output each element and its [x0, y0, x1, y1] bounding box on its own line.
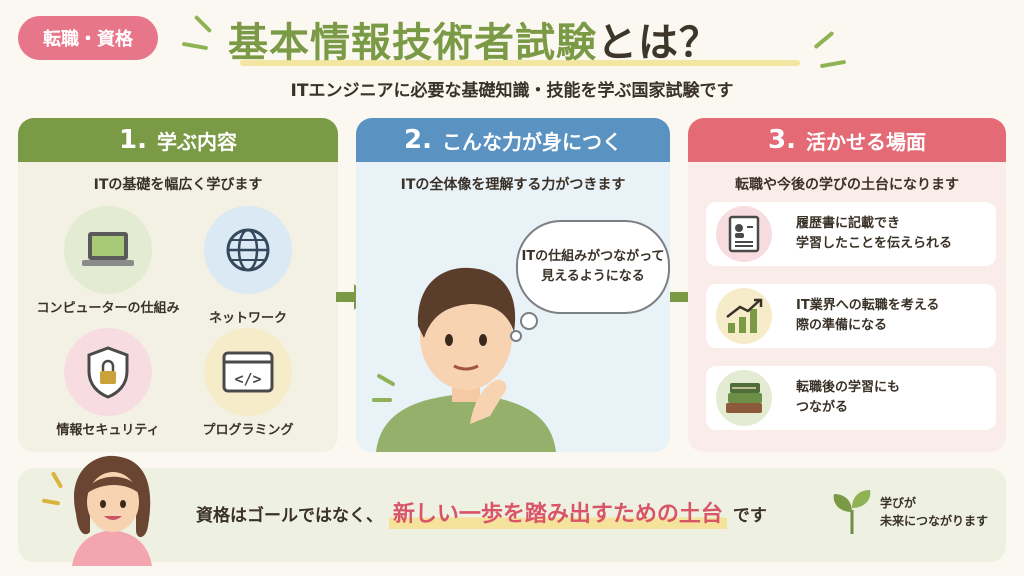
list-item: IT業界への転職を考える際の準備になる — [706, 284, 996, 348]
resume-icon — [716, 206, 772, 262]
panel-heading: 活かせる場面 — [805, 129, 926, 154]
panel-header: 2. こんな力が身につく — [356, 118, 670, 162]
panel-number: 1. — [119, 125, 147, 155]
growth-chart-icon — [716, 288, 772, 344]
banner-side-note: 学びが 未来につながります — [880, 494, 988, 530]
sparkle-icon — [813, 30, 835, 50]
item-label: コンピューターの仕組み — [36, 301, 180, 316]
panel-description: 転職や今後の学びの土台になります — [735, 177, 959, 193]
sparkle-icon — [372, 398, 392, 402]
subtitle: ITエンジニアに必要な基礎知識・技能を学ぶ国家試験です — [290, 81, 734, 101]
panel-description: ITの基礎を幅広く学びます — [93, 177, 263, 193]
sparkle-icon — [819, 59, 847, 69]
panel-number: 2. — [404, 125, 432, 155]
page-title: 基本情報技術者試験とは？ — [228, 10, 720, 68]
side-note-line: 未来につながります — [880, 514, 989, 528]
item-label: ネットワーク — [208, 311, 287, 326]
panel-learn-content: 1. 学ぶ内容 ITの基礎を幅広く学びます コンピューターの仕組み ネットワーク… — [18, 118, 338, 452]
panel-heading: こんな力が身につく — [441, 129, 622, 154]
item-label: プログラミング — [202, 423, 294, 438]
laptop-icon — [64, 206, 152, 294]
banner-highlight: 新しい一歩を踏み出すための土台 — [388, 500, 727, 529]
banner-text: 資格はゴールではなく、 — [196, 506, 383, 526]
banner-message: 資格はゴールではなく、 新しい一歩を踏み出すための土台 です — [196, 496, 767, 529]
panel-number: 3. — [768, 125, 796, 155]
panel-skills: 2. こんな力が身につく ITの全体像を理解する力がつきます — [356, 118, 670, 452]
item-text: 学習したことを伝えられる — [796, 236, 953, 251]
panel-heading: 学ぶ内容 — [156, 129, 237, 154]
panel-description: ITの全体像を理解する力がつきます — [400, 177, 626, 193]
thinking-person-illustration — [376, 267, 556, 452]
title-underline — [240, 60, 800, 66]
panel-header: 1. 学ぶ内容 — [18, 118, 338, 162]
svg-text:</>: </> — [234, 370, 261, 388]
shield-lock-icon — [64, 328, 152, 416]
item-text: つながる — [796, 400, 849, 415]
list-item: 履歴書に記載でき学習したことを伝えられる — [706, 202, 996, 266]
sparkle-icon — [181, 41, 209, 51]
item-text: IT業界への転職を考える — [796, 298, 940, 313]
panel-header: 3. 活かせる場面 — [688, 118, 1006, 162]
list-item: 転職後の学習にもつながる — [706, 366, 996, 430]
panel-use-cases: 3. 活かせる場面 転職や今後の学びの土台になります 履歴書に記載でき学習したこ… — [688, 118, 1006, 452]
code-window-icon: </> — [204, 328, 292, 416]
woman-illustration — [72, 455, 152, 566]
item-label: 情報セキュリティ — [56, 423, 160, 438]
thought-bubble: ITの仕組みがつながって見えるようになる — [516, 220, 670, 314]
item-text: 履歴書に記載でき — [796, 216, 901, 231]
title-main: 基本情報技術者試験 — [228, 20, 597, 66]
banner-text: です — [732, 506, 767, 526]
category-tag: 転職・資格 — [18, 16, 158, 60]
sprout-icon — [833, 490, 871, 534]
item-text: 転職後の学習にも — [796, 380, 901, 395]
sparkle-icon — [193, 14, 213, 34]
bubble-tail — [520, 312, 538, 330]
globe-icon — [204, 206, 292, 294]
title-suffix: とは？ — [597, 20, 720, 66]
side-note-line: 学びが — [880, 496, 917, 510]
bubble-tail — [510, 330, 522, 342]
books-icon — [716, 370, 772, 426]
item-text: 際の準備になる — [796, 318, 888, 333]
